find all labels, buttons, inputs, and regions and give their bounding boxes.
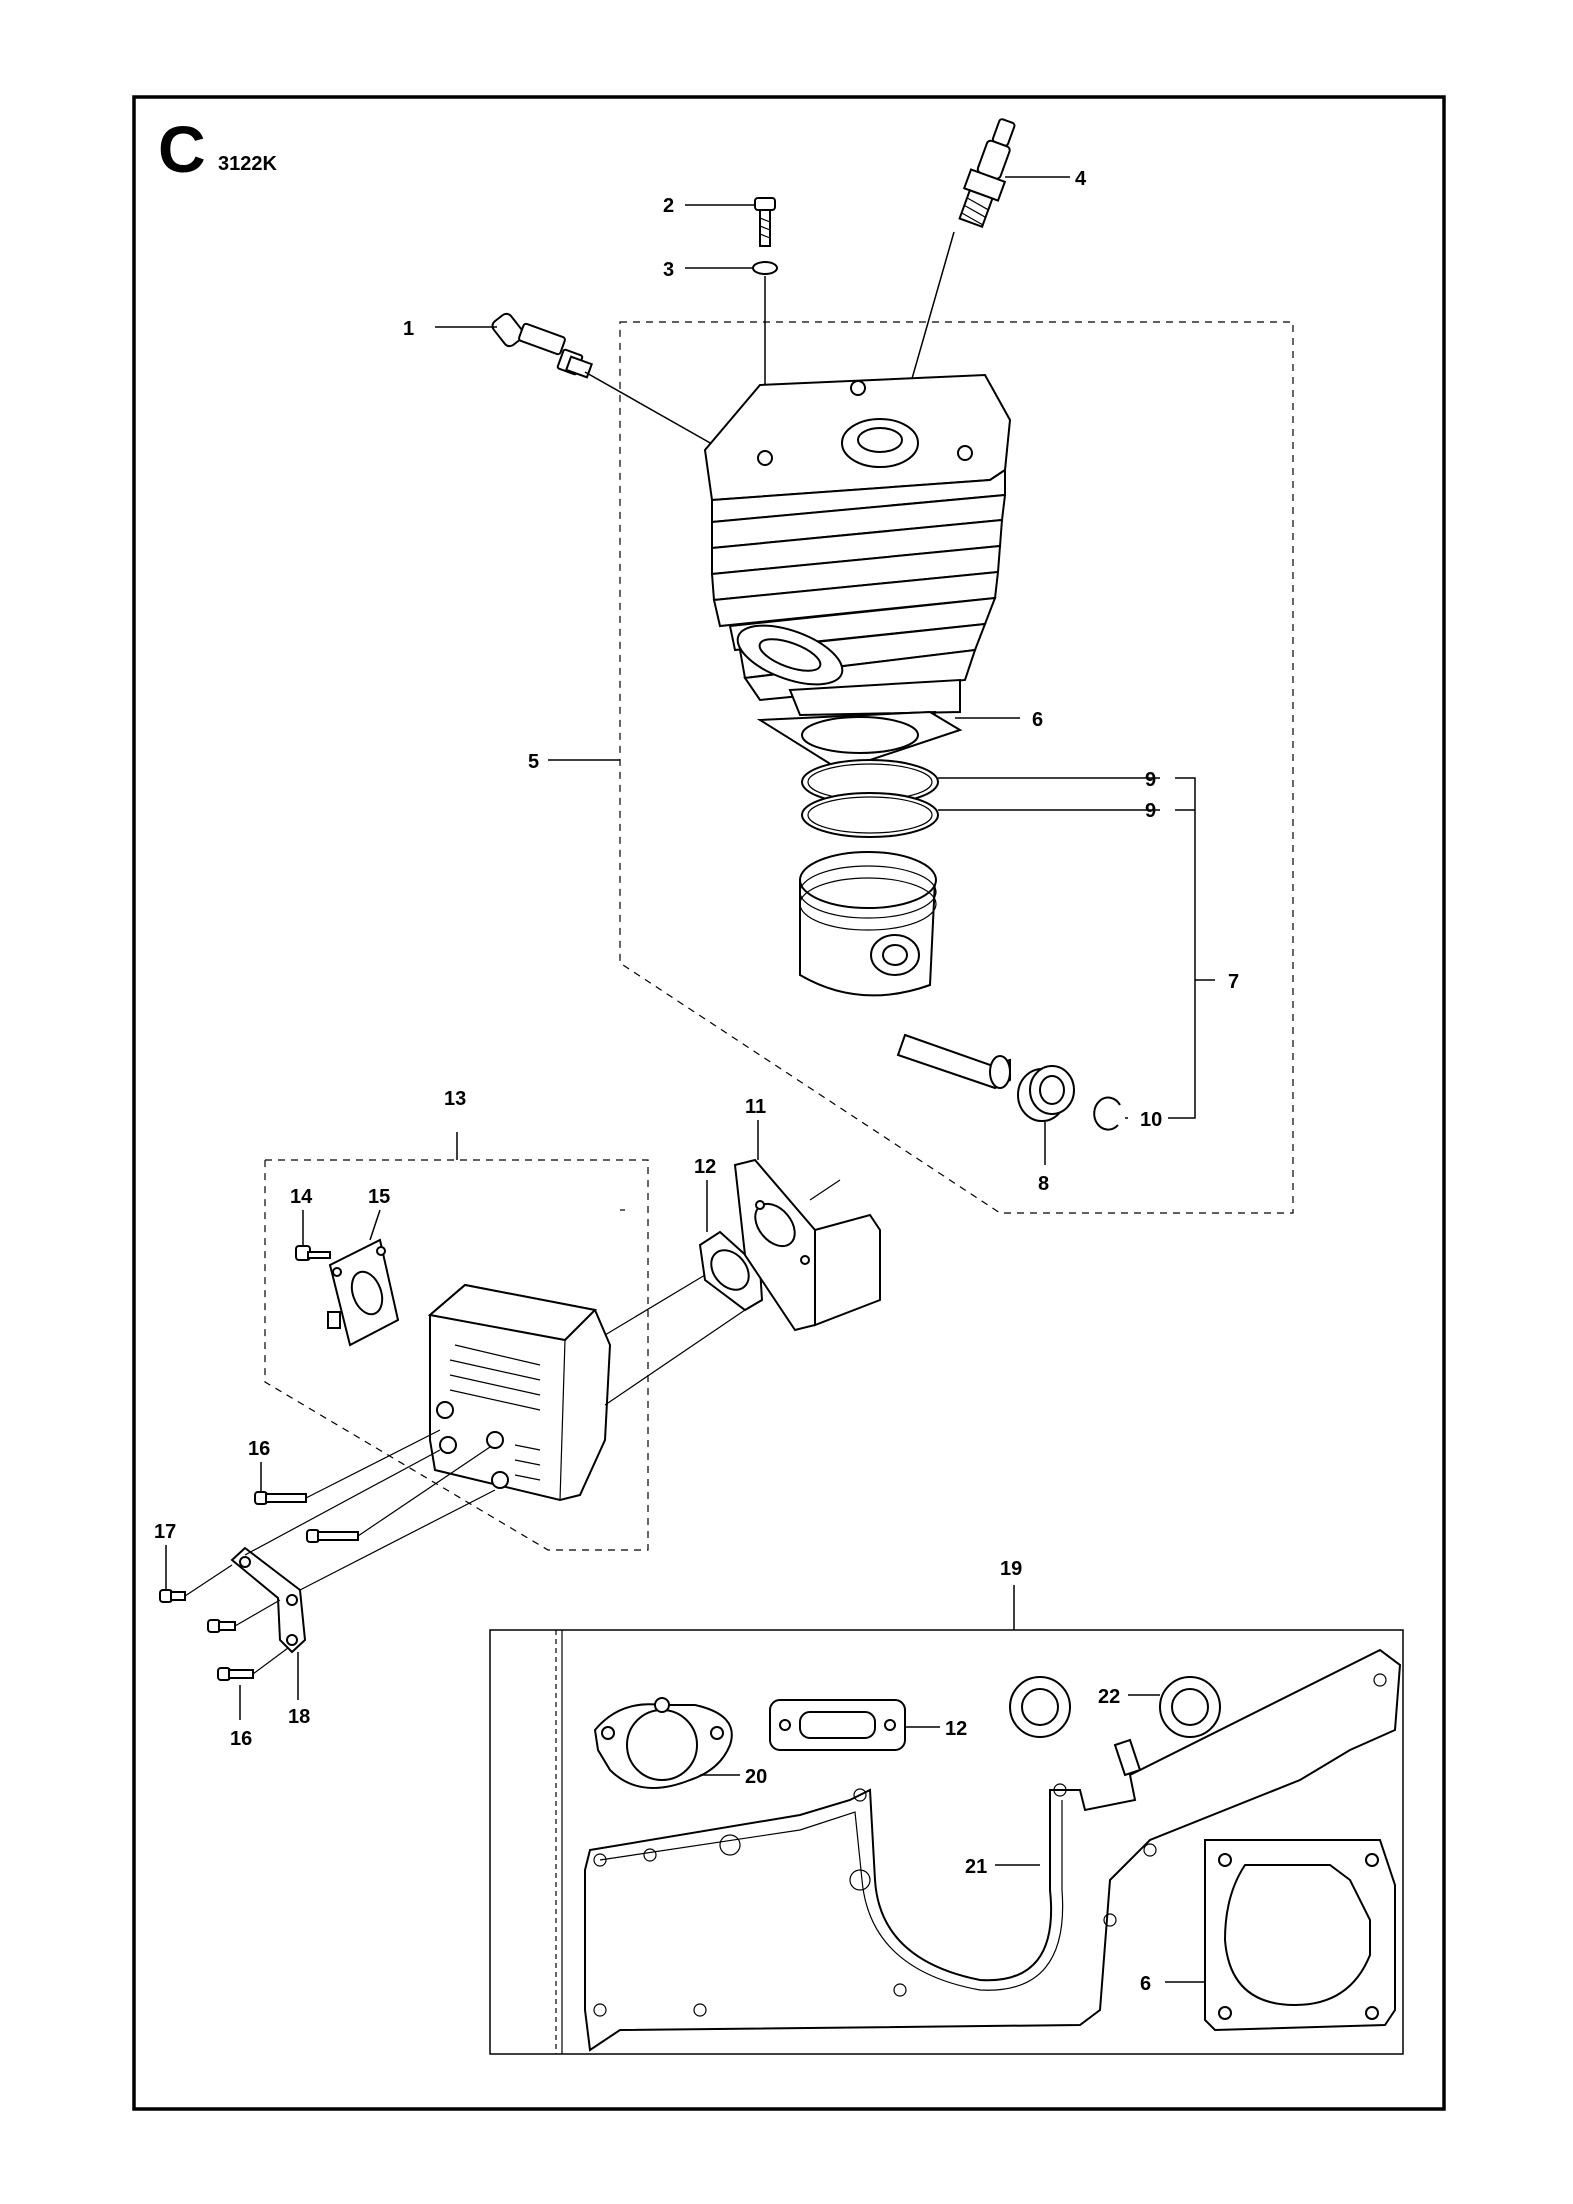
callout-6-kit: 6 xyxy=(1140,1973,1151,1995)
callout-12-kit: 12 xyxy=(945,1718,967,1740)
callout-22: 22 xyxy=(1098,1686,1120,1708)
cylinder-assembly-dashed-outline xyxy=(619,321,1294,1214)
callout-21: 21 xyxy=(965,1856,987,1878)
callout-20: 20 xyxy=(745,1766,767,1788)
callout-5: 5 xyxy=(528,751,539,773)
callout-4: 4 xyxy=(1075,168,1087,190)
callout-16-lower: 16 xyxy=(230,1728,252,1750)
muffler-bolt-upper xyxy=(254,1491,307,1505)
bracket-screw-middle xyxy=(207,1619,236,1633)
piston-kit-bracket xyxy=(1168,777,1215,1119)
muffler-assembly-dashed-outline xyxy=(264,1159,649,1551)
cylinder-base-gasket-kit xyxy=(1204,1839,1396,2032)
retaining-ring xyxy=(1093,1096,1121,1131)
bracket-screw-lower xyxy=(217,1667,254,1681)
callout-7: 7 xyxy=(1228,971,1239,993)
piston-ring-lower xyxy=(801,792,939,838)
needle-bearing xyxy=(1017,1065,1075,1122)
section-letter: C xyxy=(158,112,206,186)
gasket-12-kit xyxy=(769,1699,906,1751)
cylinder-base-gasket xyxy=(756,710,963,772)
piston xyxy=(799,851,937,997)
callout-12: 12 xyxy=(694,1156,716,1178)
plate-screw xyxy=(295,1245,331,1261)
callout-15: 15 xyxy=(368,1186,390,1208)
callout-11: 11 xyxy=(745,1096,766,1118)
diagram-code: 3122K xyxy=(218,153,277,175)
muffler xyxy=(427,1283,612,1502)
callout-13: 13 xyxy=(444,1088,466,1110)
cylinder xyxy=(703,373,1012,741)
bracket-screw-left xyxy=(159,1589,186,1603)
crankcase-gasket xyxy=(584,1648,1402,2052)
gasket-kit-box xyxy=(489,1629,1404,2055)
callout-16-upper: 16 xyxy=(248,1438,270,1460)
exhaust-gasket xyxy=(698,1230,764,1312)
decompression-valve xyxy=(491,312,594,379)
screw-washer xyxy=(752,261,778,275)
callout-6-cylinder: 6 xyxy=(1032,709,1043,731)
callout-8: 8 xyxy=(1038,1173,1049,1195)
crankshaft-seal-right xyxy=(1159,1676,1221,1738)
piston-pin xyxy=(896,1033,1011,1090)
callout-3: 3 xyxy=(663,259,674,281)
callout-2: 2 xyxy=(663,195,674,217)
callout-1: 1 xyxy=(403,318,414,340)
callout-18: 18 xyxy=(288,1706,310,1728)
muffler-bolt-middle xyxy=(306,1529,359,1543)
page-frame xyxy=(132,95,1446,2111)
gasket-20 xyxy=(593,1697,733,1789)
callout-19: 19 xyxy=(1000,1558,1022,1580)
spark-plug xyxy=(958,118,1016,229)
callout-9-upper: 9 xyxy=(1145,769,1156,791)
exhaust-deflector-plate xyxy=(733,1158,881,1332)
callout-10: 10 xyxy=(1140,1109,1162,1131)
callout-17: 17 xyxy=(154,1521,176,1543)
muffler-bracket xyxy=(230,1546,307,1654)
cylinder-screw xyxy=(754,197,776,247)
muffler-spark-arrestor-plate xyxy=(327,1238,400,1347)
callout-14: 14 xyxy=(290,1186,313,1208)
crankshaft-seal-left xyxy=(1009,1676,1071,1738)
callout-9-lower: 9 xyxy=(1145,800,1156,822)
